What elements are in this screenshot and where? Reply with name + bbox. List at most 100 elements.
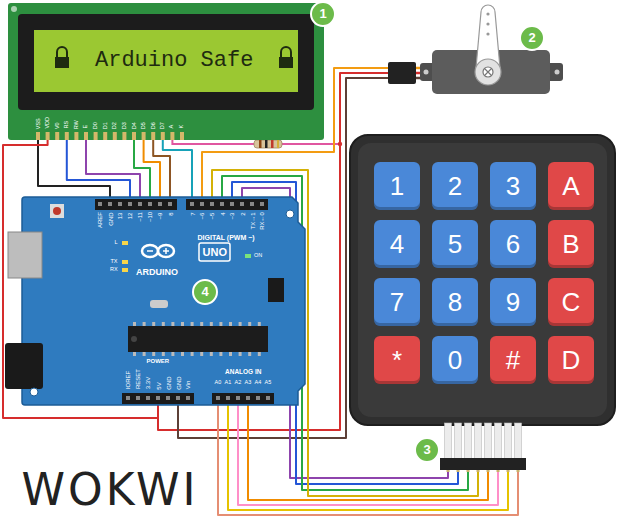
pin-header <box>186 199 268 210</box>
wire <box>134 140 150 197</box>
header-pin <box>250 202 254 206</box>
led <box>122 241 128 245</box>
keypad-key: A <box>548 162 594 210</box>
chip-leg <box>162 352 165 356</box>
keypad-key: 2 <box>432 162 478 210</box>
resistor-symbol-part <box>271 140 274 148</box>
header-pin <box>200 202 204 206</box>
microcontroller-chip <box>128 326 268 352</box>
chip-leg <box>200 352 203 356</box>
keypad-key: 0 <box>432 336 478 384</box>
arduino-logo <box>147 248 169 254</box>
lcd-pin <box>142 132 146 140</box>
lcd-text: Arduino Safe <box>95 50 253 72</box>
pin-label: A1 <box>225 380 232 386</box>
keypad-key: 7 <box>374 278 420 326</box>
lcd-pin <box>151 132 155 140</box>
lcd-pin <box>180 132 184 140</box>
resistor-symbol-part <box>265 140 268 148</box>
key-label: 8 <box>448 289 462 315</box>
wire <box>282 143 340 145</box>
header-pin <box>156 396 160 400</box>
connector-pin <box>507 470 510 472</box>
keypad-key: * <box>374 336 420 384</box>
pin-label: D7 <box>160 122 166 129</box>
pin-label: D0 <box>93 122 99 129</box>
lcd-pin <box>55 132 59 140</box>
key-label: 0 <box>448 347 462 373</box>
wire <box>172 140 254 144</box>
pin-label: D5 <box>141 122 147 129</box>
lcd-pcb <box>8 3 324 140</box>
connector-pin <box>457 470 460 472</box>
lcd-pin <box>122 132 126 140</box>
pin-label: RESET <box>135 369 141 389</box>
header-pin <box>246 396 250 400</box>
wire <box>153 140 170 197</box>
wire <box>86 140 140 197</box>
pin-label: A4 <box>255 380 262 386</box>
chip-leg <box>248 352 251 356</box>
pin-label: V0 <box>54 122 60 129</box>
header-pin <box>138 202 142 206</box>
chip-leg <box>152 352 155 356</box>
callout-number: 2 <box>519 25 545 51</box>
header-pin <box>118 202 122 206</box>
pin-label: ~5 <box>209 212 215 219</box>
pin-label: 2 <box>239 212 245 215</box>
header-label: DIGITAL (PWM ~) <box>198 234 255 241</box>
chip-leg <box>258 322 261 326</box>
keypad-key: 9 <box>490 278 536 326</box>
pin-label: GND <box>165 376 171 389</box>
pin-label: 8 <box>167 212 173 215</box>
header-pin <box>266 396 270 400</box>
pin-header <box>95 199 177 210</box>
keypad-key: 6 <box>490 220 536 268</box>
header-pin <box>146 396 150 400</box>
pin-label: A <box>169 125 175 129</box>
chip-leg <box>210 322 213 326</box>
header-pin <box>226 396 230 400</box>
pin-label: 5V <box>155 382 161 389</box>
header-label: ANALOG IN <box>225 369 261 376</box>
servo-screw <box>485 69 491 75</box>
chip-leg <box>162 322 165 326</box>
keypad-key: # <box>490 336 536 384</box>
mount-hole <box>424 70 429 75</box>
key-label: 7 <box>390 289 404 315</box>
header-pin <box>190 202 194 206</box>
keypad-key: C <box>548 278 594 326</box>
lcd-pin <box>65 132 69 140</box>
keypad: 123A456B789C*0#D <box>350 135 616 472</box>
lcd-pin <box>132 132 136 140</box>
ribbon-strip <box>515 423 522 459</box>
header-pin <box>240 202 244 206</box>
reset-button <box>53 207 61 215</box>
pin-label: ~9 <box>157 212 163 219</box>
pin-label: 13 <box>117 212 123 219</box>
lcd-pin <box>36 132 40 140</box>
header-pin <box>210 202 214 206</box>
chip-leg <box>191 352 194 356</box>
ribbon-strip <box>475 423 482 459</box>
resistor-symbol-part <box>254 140 282 148</box>
header-pin <box>186 396 190 400</box>
pin-label: 3.3V <box>145 377 151 389</box>
pin-label: 12 <box>127 212 133 219</box>
key-label: D <box>562 347 581 373</box>
lock-icon-part <box>57 47 67 57</box>
pin-label: E <box>83 125 89 129</box>
pin-label: IOREF <box>125 371 131 389</box>
wire <box>163 140 192 197</box>
lock-icon-part <box>279 57 293 68</box>
callout-number: 4 <box>192 279 218 305</box>
lcd-pin <box>46 132 50 140</box>
lock-icon <box>279 47 293 68</box>
chip-leg <box>181 352 184 356</box>
chip-leg <box>181 322 184 326</box>
chip-leg <box>219 352 222 356</box>
lcd-pin <box>161 132 165 140</box>
mount-hole <box>555 70 560 75</box>
led <box>122 260 128 264</box>
